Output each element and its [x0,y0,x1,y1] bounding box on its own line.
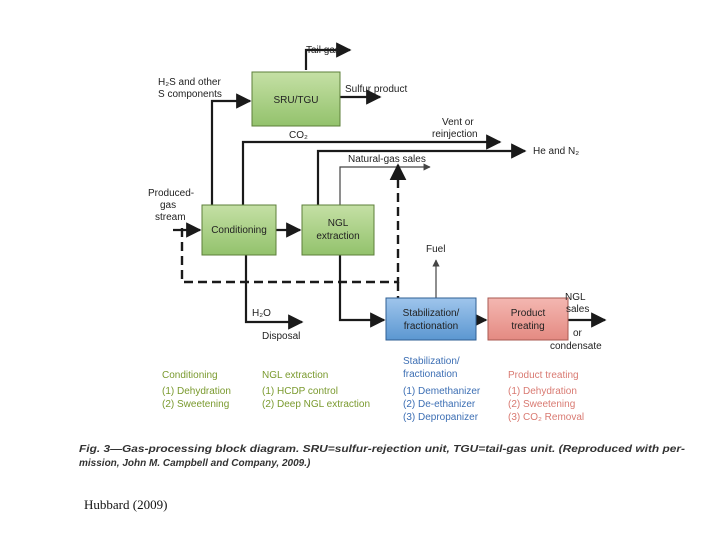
ngl-extraction-label-1: NGL [328,218,349,229]
natural-gas-sales-line [339,163,431,205]
sulfur-product-label: Sulfur product [345,84,407,95]
h2s-label-2: S components [158,89,222,100]
source-credit: Hubbard (2009) [84,497,167,512]
h2o-label: H₂O [252,308,271,319]
stabilization-box [385,297,477,341]
conditioning-label: Conditioning [211,225,267,236]
tail-gas-line [304,42,352,70]
legend-conditioning-title: Conditioning [162,370,218,381]
he-n2-label: He and N₂ [533,146,579,157]
h2s-label-1: H₂S and other [158,77,221,88]
legend-stabilization-item: (1) Demethanizer [403,386,481,397]
stabilization-label-1: Stabilization/ [403,308,460,319]
natural-gas-sales-label: Natural-gas sales [348,154,426,165]
disposal-label: Disposal [262,331,300,342]
legend-product-item: (2) Sweetening [508,399,575,410]
ngl-sales-label-1: NGL [565,292,586,303]
legend-conditioning-item: (1) Dehydration [162,386,231,397]
co2-label: CO₂ [289,130,308,141]
legend-stabilization-item: (3) Depropanizer [403,412,479,423]
ngl-to-stabilization-line [338,255,386,328]
legend-product-title: Product treating [508,370,579,381]
stabilization-label-2: fractionation [404,321,458,332]
or-label: or [573,328,583,339]
legend-conditioning-item: (2) Sweetening [162,399,229,410]
figure-caption-line-2: mission, John M. Campbell and Company, 2… [79,458,311,469]
produced-gas-label-3: stream [155,212,186,223]
legend-ngl-item: (2) Deep NGL extraction [262,399,370,410]
legend-stabilization-title-2: fractionation [403,369,457,380]
legend-stabilization-item: (2) De-ethanizer [403,399,476,410]
ngl-extraction-label-2: extraction [316,231,359,242]
product-treating-label-1: Product [511,308,546,319]
h2s-line [210,93,252,205]
produced-gas-label-1: Produced- [148,188,194,199]
product-treating-box [487,297,569,341]
vent-label-2: reinjection [432,129,478,140]
sru-tgu-label: SRU/TGU [274,95,319,106]
legend-stabilization-title-1: Stabilization/ [403,356,460,367]
he-n2-line [316,143,527,205]
ngl-sales-label-2: sales [566,304,589,315]
legend-ngl-item: (1) HCDP control [262,386,338,397]
ngl-extraction-box [301,204,375,256]
tail-gas-label: Tail gas [306,45,340,56]
fuel-label: Fuel [426,244,445,255]
vent-label-1: Vent or [442,117,474,128]
water-disposal-line [244,255,304,330]
produced-gas-label-2: gas [160,200,176,211]
co2-line [241,134,502,205]
sru-tgu-box [251,71,341,127]
conditioning-box [201,204,277,256]
recycle-dashed-line [180,163,407,284]
legend-product-item: (1) Dehydration [508,386,577,397]
condensate-label: condensate [550,341,602,352]
product-treating-label-2: treating [511,321,544,332]
legend-ngl-title: NGL extraction [262,370,328,381]
legend-product-item: (3) CO₂ Removal [508,412,584,423]
figure-caption-line-1: Fig. 3—Gas-processing block diagram. SRU… [79,444,686,455]
